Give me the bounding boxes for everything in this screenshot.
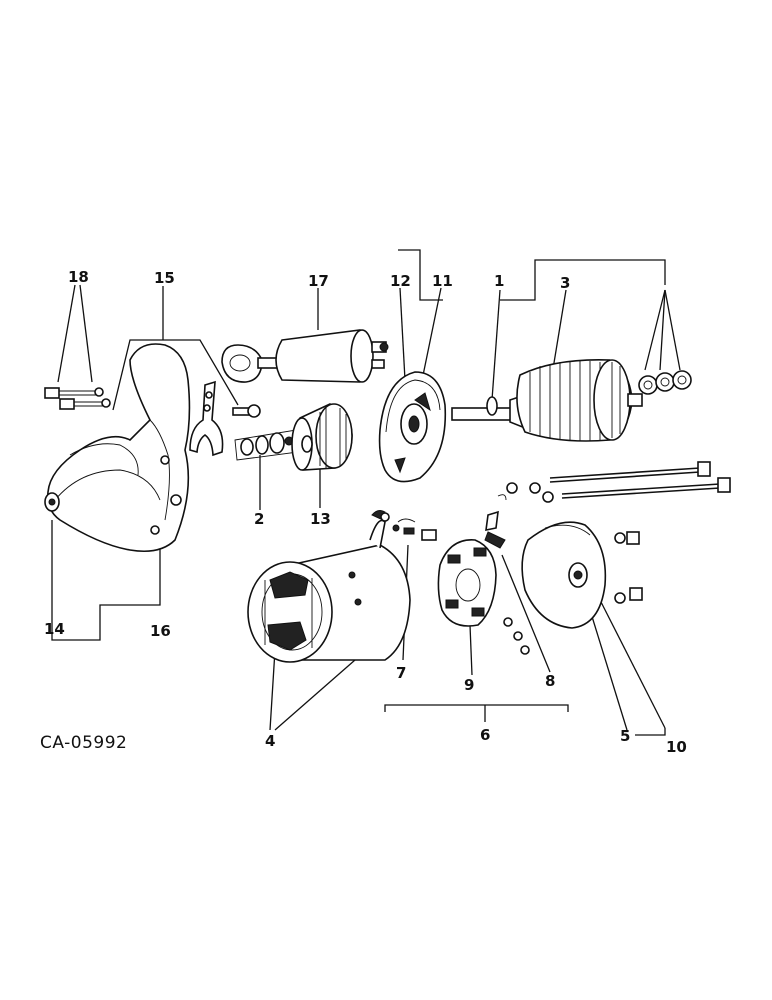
retaining-ring-set	[234, 429, 299, 461]
callout-5: 5	[620, 727, 630, 745]
callout-2: 2	[254, 510, 264, 528]
intermediate-bearing-plate	[378, 371, 447, 483]
through-bolts	[529, 461, 731, 503]
drive-end-bolts	[44, 387, 111, 410]
solenoid	[221, 329, 389, 383]
drive-lever	[189, 380, 261, 457]
brush-springs	[484, 482, 518, 549]
callout-13: 13	[310, 510, 331, 528]
callout-14: 14	[44, 620, 65, 638]
drive-end-housing	[44, 343, 191, 553]
brushes	[380, 512, 437, 541]
pinion-drive	[291, 403, 353, 471]
callout-10: 10	[666, 738, 687, 756]
callout-3: 3	[560, 274, 570, 292]
field-frame	[247, 510, 411, 663]
callout-7: 7	[396, 664, 406, 682]
callout-17: 17	[308, 272, 329, 290]
callout-labels: 1 2 3 4 5 6 7 8 9 10 11 12 13 14 15 16 1…	[44, 268, 687, 756]
callout-1: 1	[494, 272, 504, 290]
callout-6: 6	[480, 726, 490, 744]
callout-9: 9	[464, 676, 474, 694]
callout-8: 8	[545, 672, 555, 690]
callout-12: 12	[390, 272, 411, 290]
callout-15: 15	[154, 269, 175, 287]
commutator-end-cover	[521, 521, 643, 629]
callout-4: 4	[265, 732, 275, 750]
callout-11: 11	[432, 272, 453, 290]
brush-holder	[437, 539, 530, 655]
callout-16: 16	[150, 622, 171, 640]
armature	[451, 358, 692, 442]
reference-code: CA-05992	[40, 733, 127, 753]
leader-lines	[51, 249, 681, 736]
callout-18: 18	[68, 268, 89, 286]
